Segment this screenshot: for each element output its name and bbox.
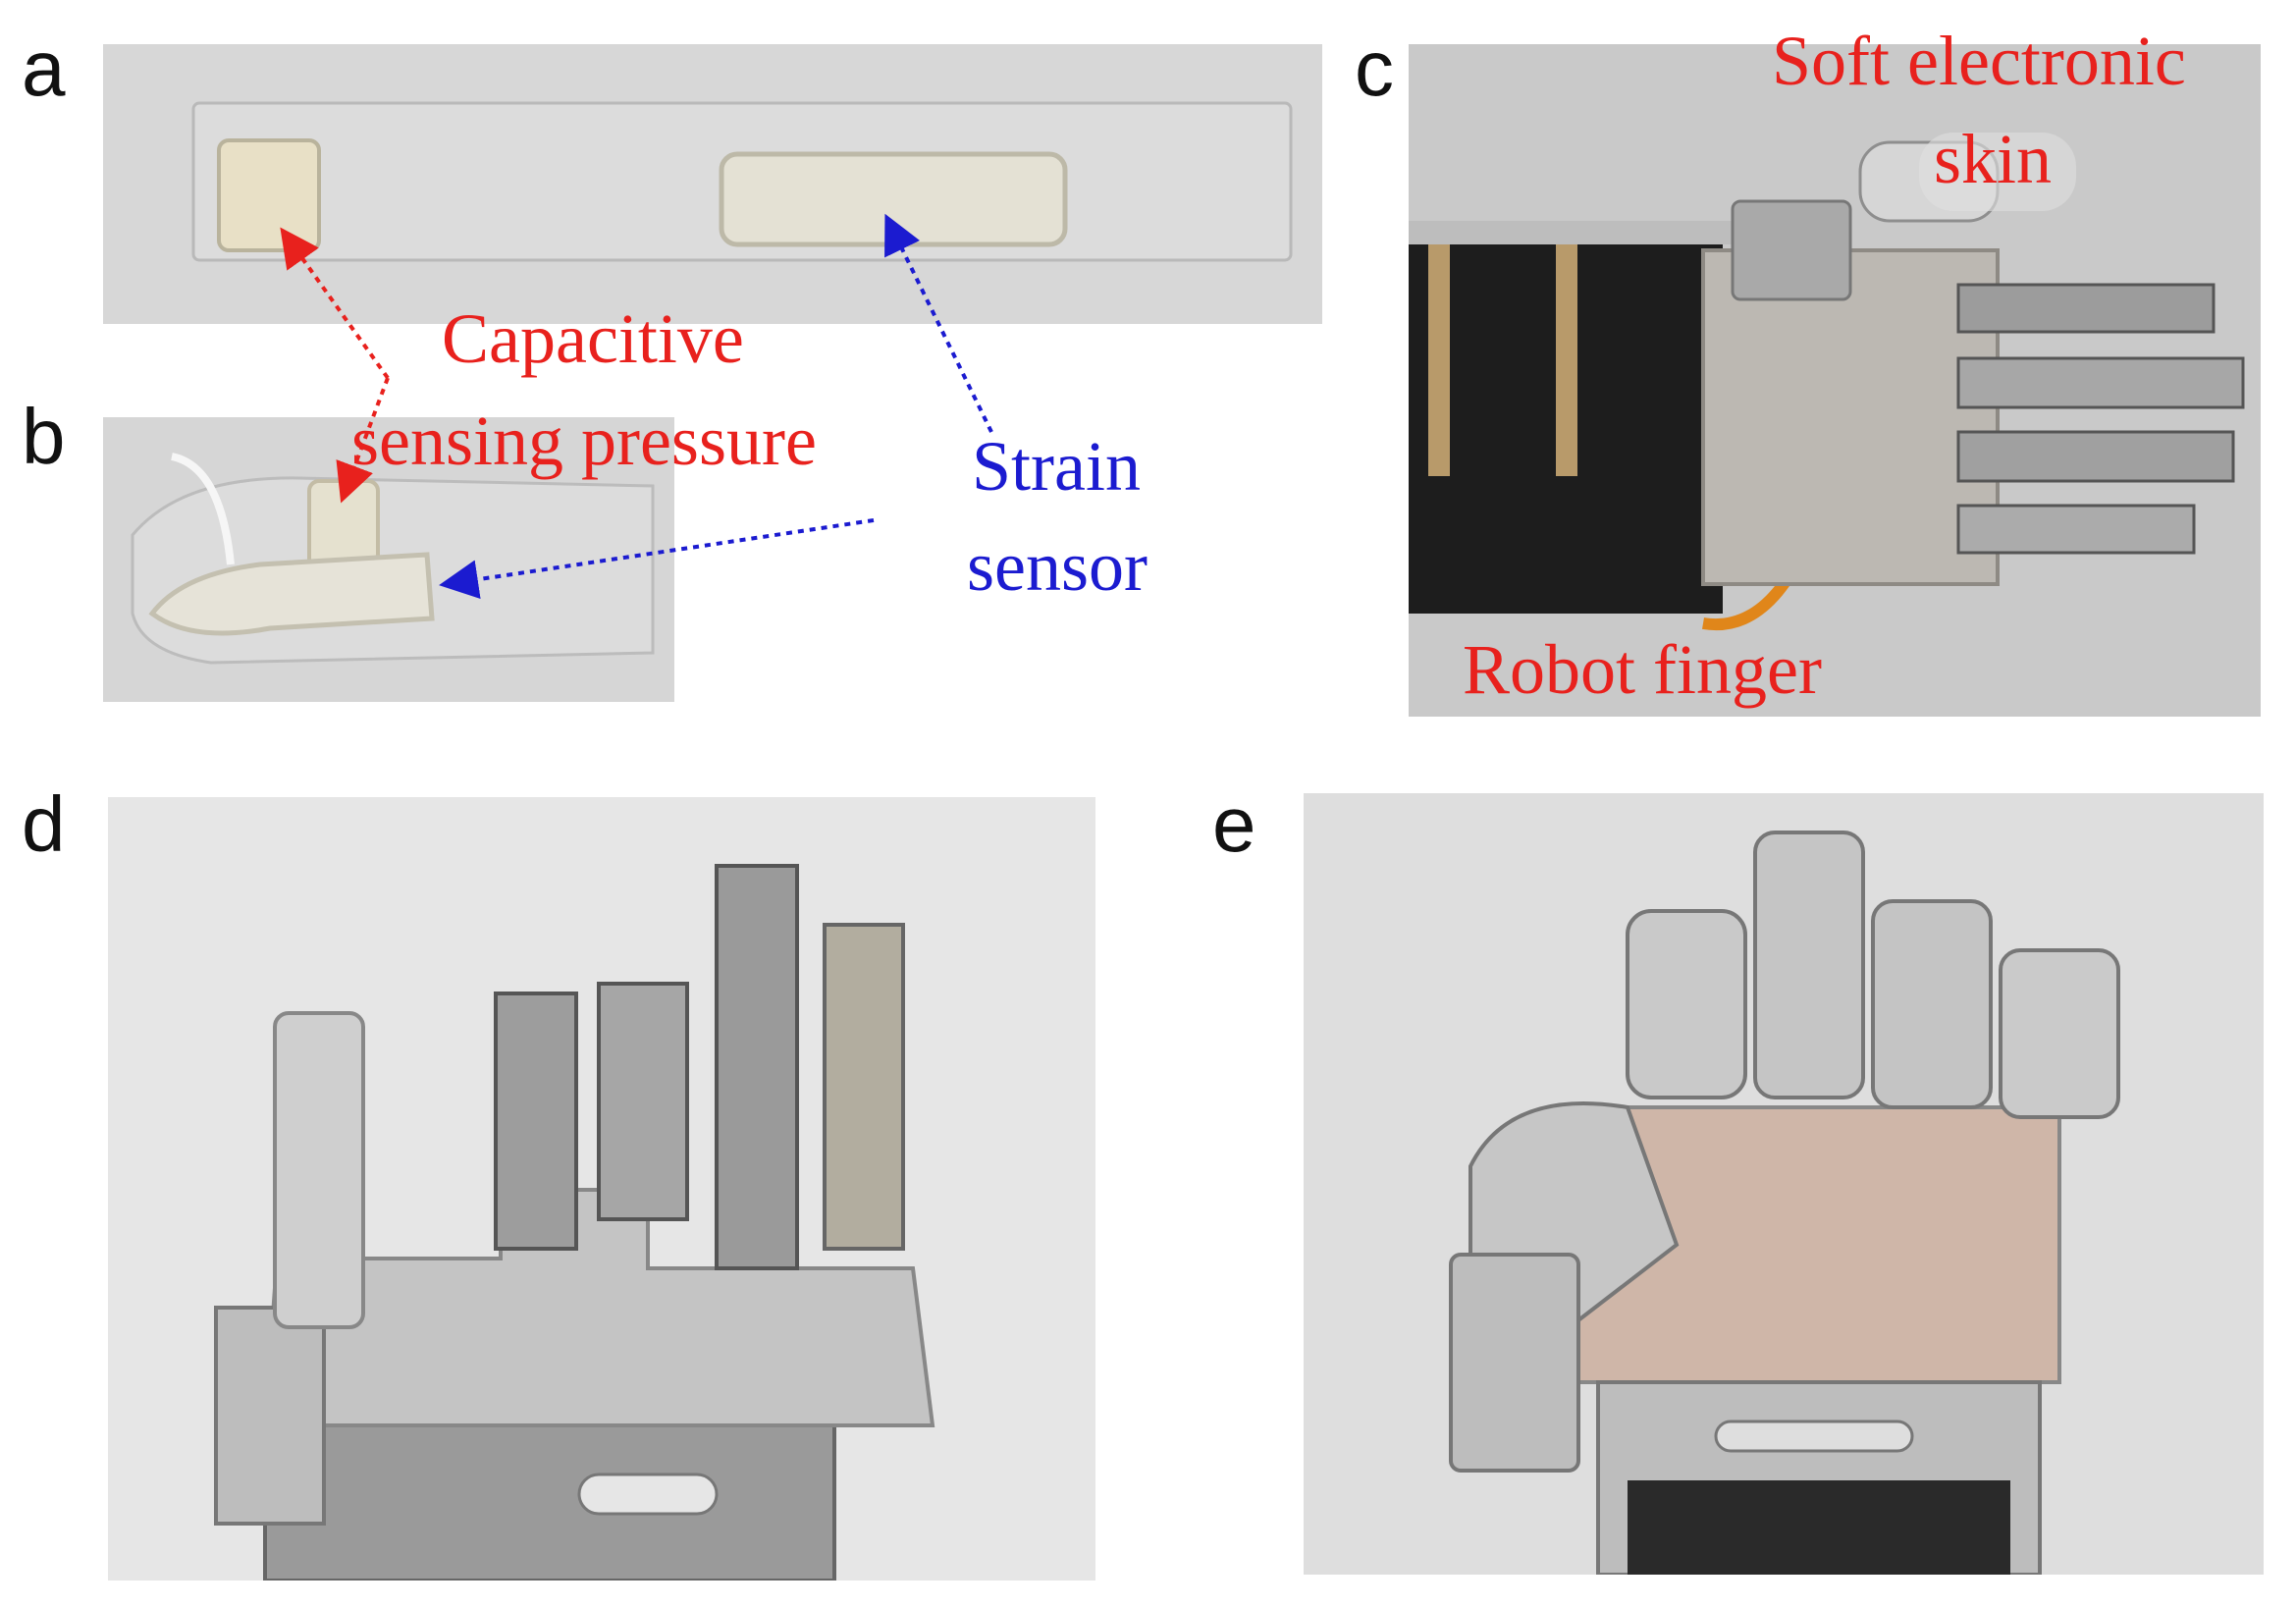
- photo-panel-d: [108, 797, 1095, 1581]
- photo-panel-a: [103, 44, 1322, 324]
- label-capacitive-line2: sensing pressure: [351, 402, 817, 480]
- panel-label-a: a: [22, 25, 66, 112]
- photo-panel-e: [1304, 793, 2264, 1575]
- panel-label-b: b: [22, 393, 66, 480]
- panel-label-c: c: [1355, 25, 1394, 112]
- label-capacitive-line1: Capacitive: [442, 299, 744, 378]
- label-strain-line1: Strain: [972, 427, 1141, 506]
- photo-panel-c: [1409, 44, 2261, 717]
- label-robot-finger: Robot finger: [1463, 630, 1822, 709]
- label-soft-skin-line2: skin: [1934, 120, 2053, 198]
- panel-label-e: e: [1212, 780, 1256, 868]
- panel-label-d: d: [22, 780, 66, 868]
- label-strain-line2: sensor: [967, 527, 1148, 606]
- label-soft-skin-line1: Soft electronic: [1772, 22, 2186, 100]
